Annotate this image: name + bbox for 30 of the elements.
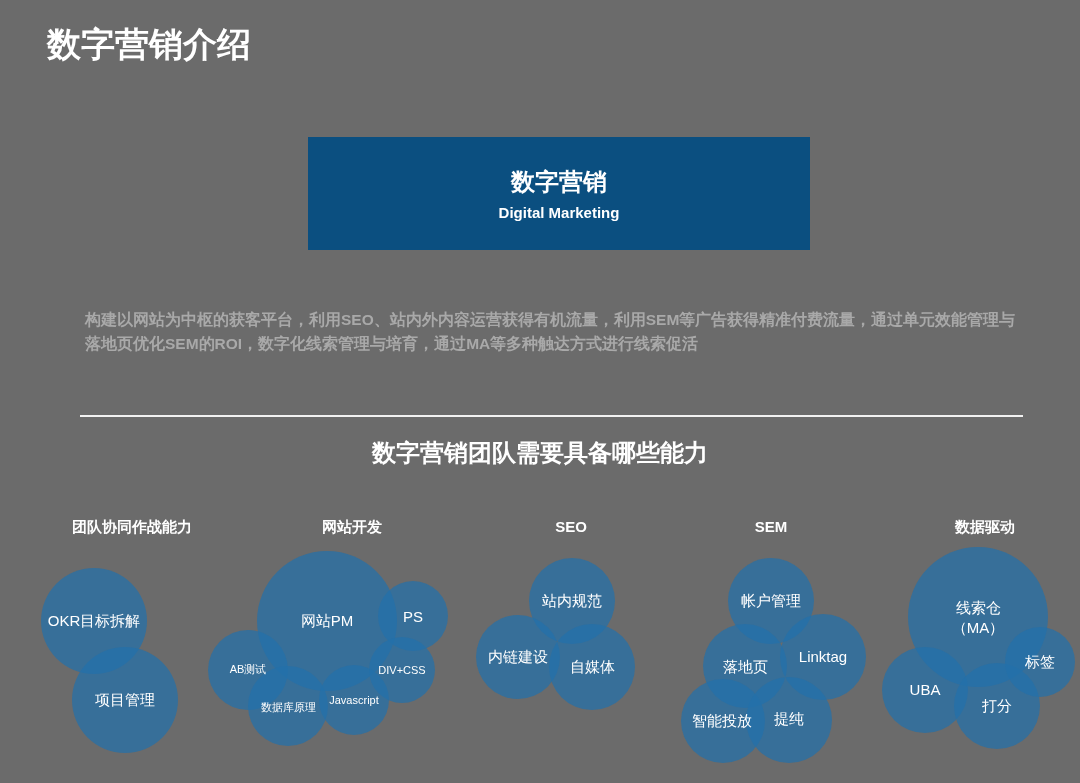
skill-label: 站内规范 — [542, 591, 602, 611]
skill-label: 网站PM — [300, 611, 354, 631]
skill-label: PS — [403, 607, 423, 627]
group-heading: SEO — [555, 518, 587, 535]
skill-label: DIV+CSS — [378, 662, 426, 678]
skill-label: 落地页 — [722, 657, 768, 677]
box-heading: 数字营销 — [511, 167, 607, 197]
skill-label: Linktag — [798, 647, 848, 667]
skill-label: 数据库原理 — [260, 699, 316, 715]
description-paragraph: 构建以网站为中枢的获客平台，利用SEO、站内外内容运营获得有机流量，利用SEM等广告获得精准付费流量，通过单元效能管理与落地页优化SEM的ROI，数字化线索管理与培育，通过MA等多种触达方式进行线索促活 — [85, 310, 1017, 354]
skill-label: 项目管理 — [95, 690, 155, 710]
skill-label: 标签 — [1025, 652, 1055, 672]
skill-label: AB测试 — [229, 661, 267, 677]
section-heading: 数字营销团队需要具备哪些能力 — [370, 438, 709, 468]
skill-label: 打分 — [982, 696, 1012, 716]
group-heading: 网站开发 — [322, 518, 382, 537]
skill-label: Javascript — [329, 692, 379, 708]
title-box — [308, 137, 810, 250]
skill-label: 线索仓（MA） — [950, 597, 1006, 637]
skill-label: 内链建设 — [488, 647, 548, 667]
group-heading: 团队协同作战能力 — [72, 518, 192, 537]
skill-label: OKR目标拆解 — [47, 611, 141, 631]
skill-label: 帐户管理 — [741, 591, 801, 611]
box-subheading: Digital Marketing — [498, 204, 620, 221]
skill-label: 提纯 — [774, 709, 804, 729]
group-heading: SEM — [754, 518, 788, 535]
skill-label: 智能投放 — [692, 711, 752, 731]
skill-label: UBA — [909, 680, 941, 700]
skill-label: 自媒体 — [569, 657, 615, 677]
page-title: 数字营销介绍 — [47, 24, 251, 65]
